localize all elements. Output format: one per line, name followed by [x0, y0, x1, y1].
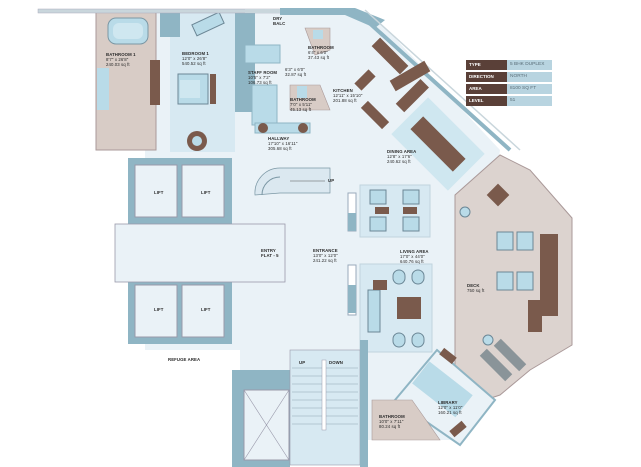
info-value: 5 BHK DUPLEX — [507, 60, 552, 70]
outer-walls — [37, 8, 521, 152]
label-dry-balcony: DRY BALC — [273, 16, 286, 26]
hallway-bench — [254, 122, 311, 134]
info-key: TYPE — [466, 60, 507, 70]
label-bathroom-1: BATHROOM 1 8'7" x 26'8" 240.03 sq ft — [106, 52, 136, 67]
label-lift-2: LIFT — [201, 190, 211, 195]
label-staff-room: STAFF ROOM 10'5" x 7'2" 106.73 sq ft — [248, 70, 278, 85]
label-stair-up: UP — [299, 360, 306, 365]
label-stair-down: DOWN — [329, 360, 344, 365]
bedroom-1-room — [160, 11, 255, 152]
kitchen-fixtures — [354, 37, 431, 130]
label-bathroom-staff: BATHROOM 7'0" x 5'11" 45.13 sq ft — [290, 97, 316, 112]
info-row-direction: DIRECTION NORTH — [466, 72, 552, 82]
label-entry-flat: ENTRY FLAT - 5 — [261, 248, 279, 258]
label-passage: 6'3" x 6'0" 32.87 sq ft — [285, 67, 307, 77]
label-lift-3: LIFT — [154, 307, 164, 312]
label-bathroom-library: BATHROOM 10'0" x 7'11" 80.24 sq ft — [379, 414, 405, 429]
label-refuge-area: REFUGE AREA — [168, 357, 201, 362]
label-lift-4: LIFT — [201, 307, 211, 312]
deck-area — [454, 154, 573, 411]
staff-area — [244, 27, 331, 126]
library-bathroom — [371, 399, 441, 441]
stair-core — [232, 340, 368, 467]
unit-info-table: TYPE 5 BHK DUPLEX DIRECTION NORTH AREA 8… — [466, 60, 552, 108]
living-furniture — [347, 184, 433, 353]
info-key: DIRECTION — [466, 72, 507, 82]
label-bedroom-1: BEDROOM 1 12'0" x 26'8" 540.52 sq ft — [182, 51, 209, 66]
label-library: LIBRARY 12'0" x 11'0" 160.21 sq ft — [438, 400, 463, 415]
label-lift-1: LIFT — [154, 190, 164, 195]
lift-core — [114, 158, 286, 344]
label-living-area: LIVING AREA 17'0" x 44'0" 640.76 sq ft — [400, 249, 429, 264]
info-value: 51 — [507, 96, 552, 106]
label-entrance: ENTRANCE 13'0" x 12'0" 241.22 sq ft — [313, 248, 338, 263]
spiral-stair — [254, 167, 331, 196]
info-value: NORTH — [507, 72, 552, 82]
info-value: 8100 SQ FT — [507, 84, 552, 94]
info-row-type: TYPE 5 BHK DUPLEX — [466, 60, 552, 70]
label-kitchen: KITCHEN 12'11" x 15'10" 201.88 sq ft — [333, 88, 363, 103]
info-row-area: AREA 8100 SQ FT — [466, 84, 552, 94]
info-row-level: LEVEL 51 — [466, 96, 552, 106]
dining-table — [391, 97, 485, 191]
label-bathroom-top: BATHROOM 6'4" x 6'0" 37.43 sq ft — [308, 45, 334, 60]
label-hallway: HALLWAY 17'10" x 16'11" 305.68 sq ft — [268, 136, 298, 151]
info-key: LEVEL — [466, 96, 507, 106]
label-deck: DECK 750 sq ft — [467, 283, 485, 293]
label-spiral-up: UP — [328, 178, 335, 183]
library-room — [393, 347, 497, 447]
label-dining-area: DINING AREA 12'8" x 17'6" 240.62 sq ft — [387, 149, 417, 164]
bathroom-1-room — [95, 11, 160, 151]
info-key: AREA — [466, 84, 507, 94]
